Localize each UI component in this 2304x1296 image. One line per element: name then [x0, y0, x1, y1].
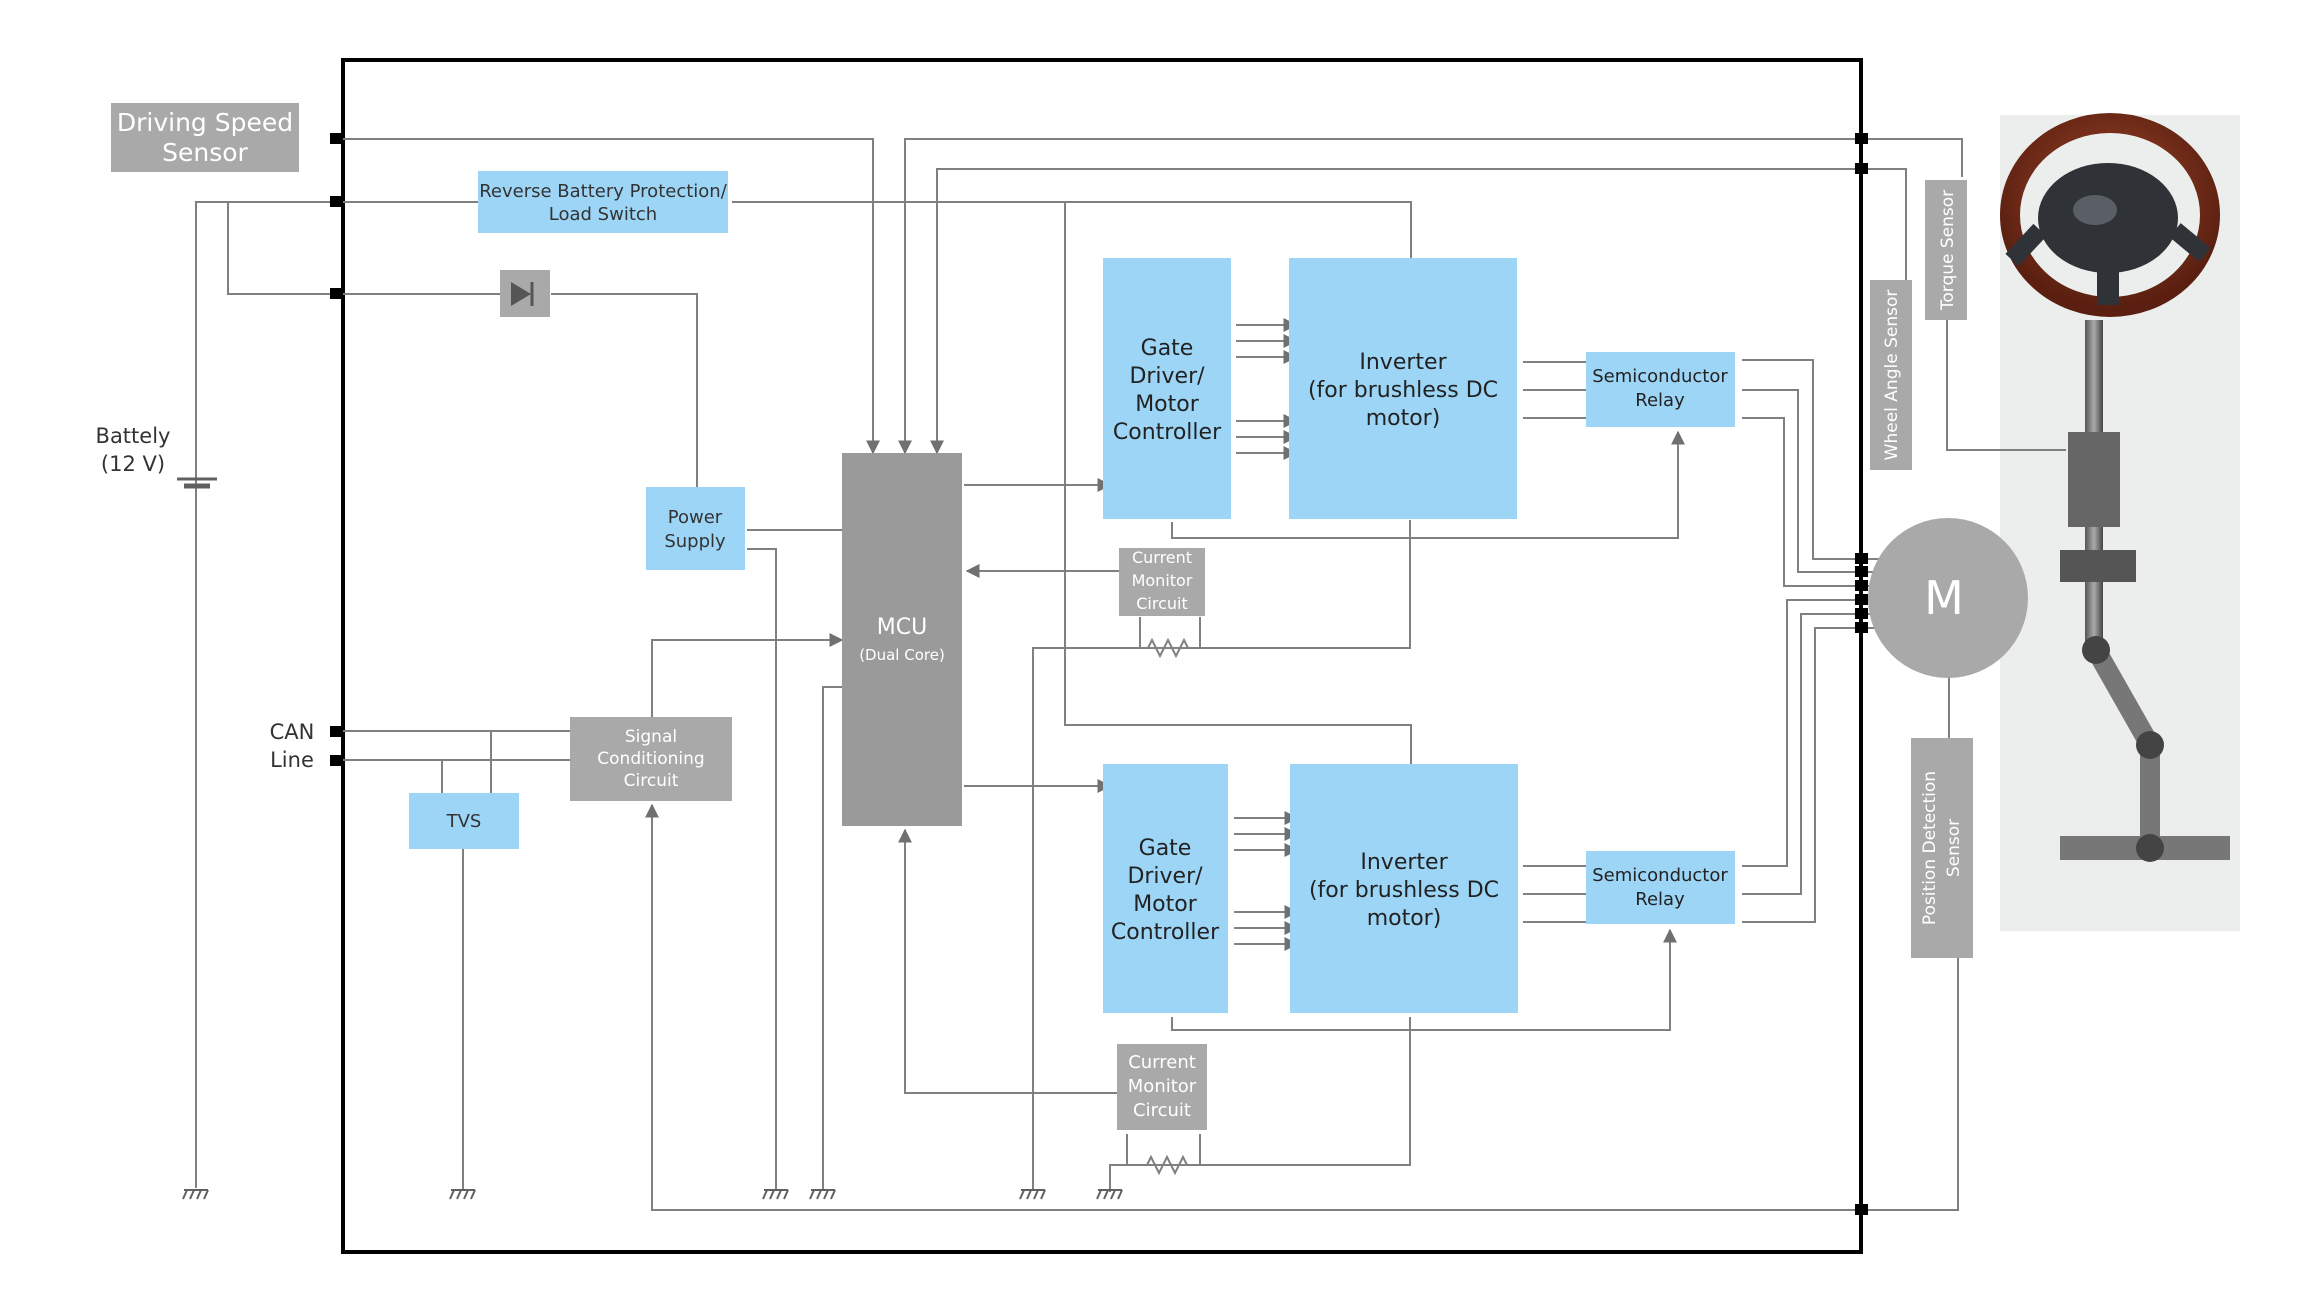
label-line: Gate [1141, 336, 1194, 361]
label-line: MCU [877, 615, 927, 640]
label-line: Monitor [1128, 1076, 1197, 1097]
label-line: Signal [625, 727, 677, 747]
label-line: Driver/ [1129, 364, 1205, 389]
label-line: Relay [1635, 390, 1685, 411]
label-line: Wheel Angle Sensor [1882, 290, 1902, 461]
label-line: Semiconductor [1592, 366, 1728, 387]
label-line: Gate [1139, 836, 1192, 861]
label-line: CAN [270, 720, 315, 744]
battery-label: Battely (12 V) [96, 424, 171, 476]
label-line: Driving Speed [117, 108, 293, 137]
label-line: Position Detection [1920, 771, 1940, 925]
label-line: Circuit [1133, 1100, 1191, 1121]
shunt-resistor-upper [1147, 637, 1189, 659]
label-line: Sensor [162, 138, 248, 167]
label-line: (for brushless DC [1309, 878, 1499, 903]
label-line: Inverter [1359, 350, 1447, 375]
label-line: Sensor [1944, 819, 1964, 877]
label-line: Supply [664, 531, 726, 552]
inverter-upper: Inverter (for brushless DC motor) [1289, 258, 1517, 519]
label-line: Semiconductor [1592, 865, 1728, 886]
label-line: Load Switch [549, 204, 657, 225]
label-line: M [1924, 571, 1964, 625]
reverse-battery-protection: Reverse Battery Protection/Load Switch [478, 171, 728, 233]
label-line: Current [1128, 1052, 1196, 1073]
ecu-frame [341, 58, 1863, 1254]
label-line: Power [668, 507, 723, 528]
wiring [195, 138, 2066, 1211]
label-line: TVS [446, 811, 482, 832]
label-line: Current [1132, 548, 1192, 567]
inverter-lower: Inverter (for brushless DC motor) [1290, 764, 1518, 1013]
label-line: Conditioning [597, 749, 704, 769]
svg-text:(Dual Core): (Dual Core) [859, 646, 945, 664]
tvs: TVS [409, 793, 519, 849]
svg-text:Reverse Battery Protection/Loa: Reverse Battery Protection/Load Switch [479, 181, 727, 225]
svg-text:Wheel Angle Sensor: Wheel Angle Sensor [1882, 290, 1902, 461]
battery-symbol [177, 477, 217, 489]
label-line: Circuit [624, 771, 679, 791]
label-line: Line [270, 748, 314, 772]
connector-pins [330, 133, 1868, 1215]
label-line: motor) [1367, 906, 1442, 931]
label-line: Controller [1113, 420, 1222, 445]
label-line: (Dual Core) [859, 646, 945, 664]
ground-symbols [182, 1189, 1123, 1200]
svg-text:M: M [1924, 571, 1964, 625]
wheel-angle-sensor: Wheel Angle Sensor [1870, 280, 1912, 470]
torque-sensor: Torque Sensor [1925, 180, 1967, 320]
label-line: Monitor [1132, 571, 1193, 590]
can-line-label: CAN Line [270, 720, 315, 772]
motor: M [1868, 518, 2028, 678]
label-line: Motor [1135, 392, 1200, 417]
svg-text:TVS: TVS [446, 811, 482, 832]
label-line: Inverter [1360, 850, 1448, 875]
label-line: Relay [1635, 889, 1685, 910]
label-line: Driver/ [1127, 864, 1203, 889]
label-line: (12 V) [101, 452, 165, 476]
label-line: Circuit [1136, 594, 1188, 613]
svg-text:MCU: MCU [877, 615, 927, 640]
label-line: Reverse Battery Protection/ [479, 181, 727, 202]
label-line: Controller [1111, 920, 1220, 945]
label-line: Motor [1133, 892, 1198, 917]
diode [500, 270, 550, 317]
shunt-resistor-lower [1146, 1154, 1188, 1176]
label-line: Battely [96, 424, 171, 448]
svg-text:Torque Sensor: Torque Sensor [1938, 190, 1958, 311]
label-line: motor) [1366, 406, 1441, 431]
label-line: (for brushless DC [1308, 378, 1498, 403]
mcu-block: MCU (Dual Core) [842, 453, 962, 826]
label-line: Torque Sensor [1938, 190, 1958, 311]
steering-column-illustration [2000, 113, 2240, 931]
